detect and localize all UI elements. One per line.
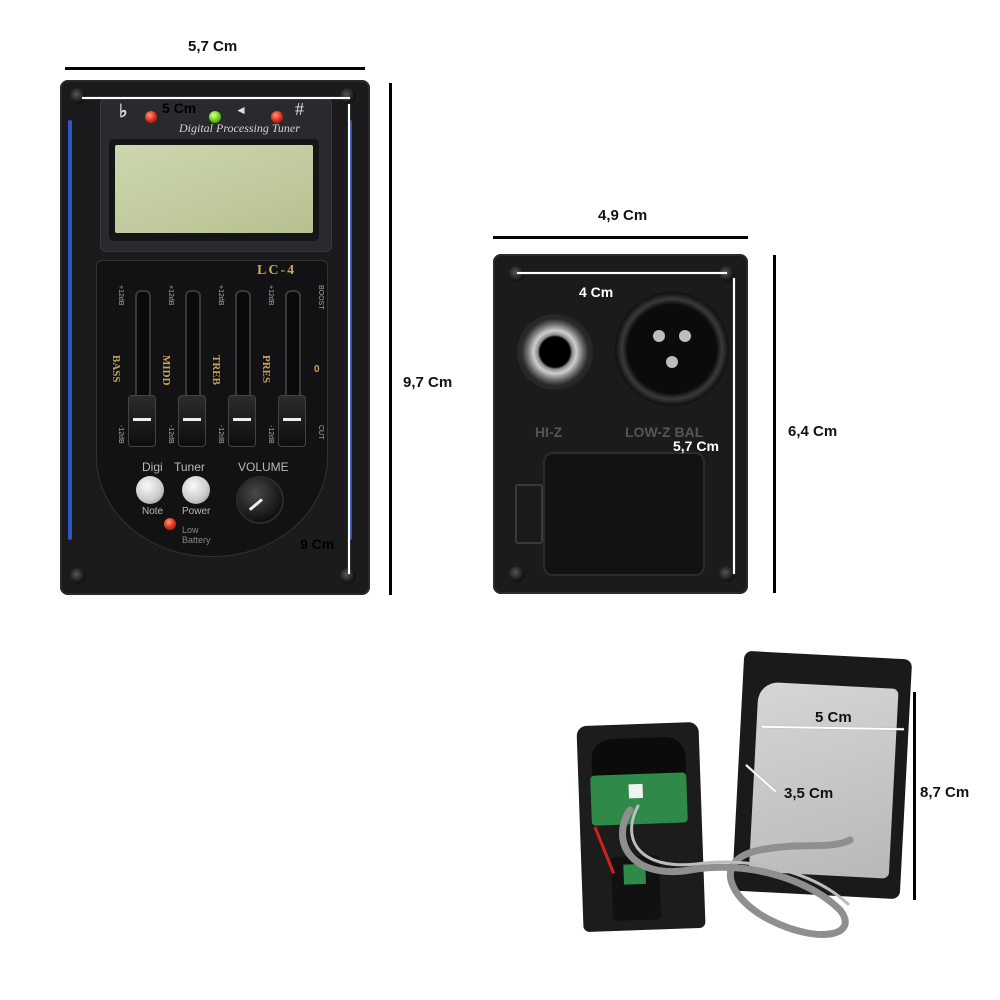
cable-loop (619, 804, 854, 938)
height-dimension-line (913, 692, 916, 900)
inner-height-line (733, 278, 735, 574)
battery-compartment-door[interactable] (543, 452, 705, 576)
xlr-pin-icon (653, 330, 665, 342)
eq-bottom-treble: -12dB (217, 425, 224, 444)
screw-icon (340, 88, 356, 104)
inner-height-label: 5,7 Cm (673, 438, 719, 454)
height-dimension-line (389, 83, 392, 595)
lowz-label: LOW-Z BAL (625, 424, 704, 440)
tuner-header: ♭ ◄ # Digital Processing Tuner (100, 98, 332, 252)
tuner-label: Tuner (174, 460, 205, 474)
mid-slider-knob[interactable] (178, 395, 206, 447)
model-label: LC-4 (257, 263, 297, 278)
height-dimension-label: 9,7 Cm (403, 374, 453, 391)
low-battery-led-icon (164, 518, 176, 530)
screw-icon (719, 266, 735, 282)
tuner-power-button[interactable] (182, 476, 210, 504)
screw-icon (719, 566, 735, 582)
volume-label: VOLUME (238, 460, 289, 474)
inner-height-line (348, 104, 350, 574)
cable-path (630, 804, 850, 906)
lcd-screen (109, 139, 319, 241)
width-dimension-line (493, 236, 748, 239)
eq-label-mid: MIDD (160, 355, 172, 386)
flat-led-icon (145, 111, 157, 123)
preamp-panel: ♭ ◄ # Digital Processing Tuner 5 Cm 9 Cm… (60, 80, 370, 595)
sharp-symbol: # (295, 99, 304, 119)
power-label: Power (182, 506, 211, 517)
arrow-symbol: ◄ (235, 103, 247, 117)
in-tune-led-icon (209, 111, 221, 123)
screw-icon (70, 568, 86, 584)
inner-width-line (517, 272, 727, 274)
screw-icon (340, 568, 356, 584)
xlr-socket-icon[interactable] (615, 292, 729, 406)
boost-label: BOOST (317, 285, 324, 310)
eq-label-bass: BASS (110, 355, 122, 383)
height-dimension-label: 6,4 Cm (788, 423, 838, 440)
eq-top-mid: +12dB (167, 285, 174, 306)
width-label: 5 Cm (815, 709, 852, 726)
inner-width-label: 5 Cm (162, 100, 197, 116)
volume-knob-pointer (248, 498, 263, 511)
brand-text: Digital Processing Tuner (179, 121, 300, 135)
sharp-led-icon (271, 111, 283, 123)
width-dimension-line (65, 67, 365, 70)
note-label: Note (142, 506, 164, 517)
flat-symbol: ♭ (119, 101, 128, 121)
eq-top-presence: +12dB (267, 285, 274, 306)
xlr-pin-icon (679, 330, 691, 342)
eq-bottom-bass: -12dB (117, 425, 124, 444)
volume-knob[interactable] (236, 476, 284, 524)
lcd-display (115, 145, 313, 233)
zero-label: 0 (314, 364, 320, 375)
cable-path (619, 806, 854, 938)
eq-top-treble: +12dB (217, 285, 224, 306)
screw-icon (509, 266, 525, 282)
eq-bottom-mid: -12dB (167, 425, 174, 444)
cut-label: CUT (317, 425, 324, 440)
xlr-pin-icon (666, 356, 678, 368)
eq-label-treble: TREB (210, 355, 222, 385)
jack-plate: HI-Z LOW-Z BAL 4 Cm 5,7 Cm (493, 254, 748, 594)
digi-note-button[interactable] (136, 476, 164, 504)
inner-width-line (82, 97, 350, 99)
height-dimension-line (773, 255, 776, 593)
eq-label-presence: PRES (260, 355, 272, 384)
width-dimension-label: 5,7 Cm (188, 38, 238, 55)
quarter-inch-jack-icon[interactable] (517, 314, 593, 390)
blue-trim-right (348, 120, 352, 540)
hiz-label: HI-Z (535, 424, 563, 440)
treble-slider-knob[interactable] (228, 395, 256, 447)
width-dimension-label: 4,9 Cm (598, 207, 648, 224)
eq-bottom-presence: -12dB (267, 425, 274, 444)
bass-slider-knob[interactable] (128, 395, 156, 447)
battery-latch[interactable] (515, 484, 543, 544)
blue-trim-left (68, 120, 72, 540)
height-dimension-label: 8,7 Cm (920, 784, 970, 801)
depth-label: 3,5 Cm (784, 785, 834, 802)
eq-top-bass: +12dB (117, 285, 124, 306)
inner-width-label: 4 Cm (579, 284, 614, 300)
presence-slider-knob[interactable] (278, 395, 306, 447)
low-battery-label: Low Battery (182, 525, 211, 545)
screw-icon (509, 566, 525, 582)
digi-label: Digi (142, 460, 163, 474)
inner-height-label: 9 Cm (300, 536, 335, 552)
screw-icon (70, 88, 86, 104)
